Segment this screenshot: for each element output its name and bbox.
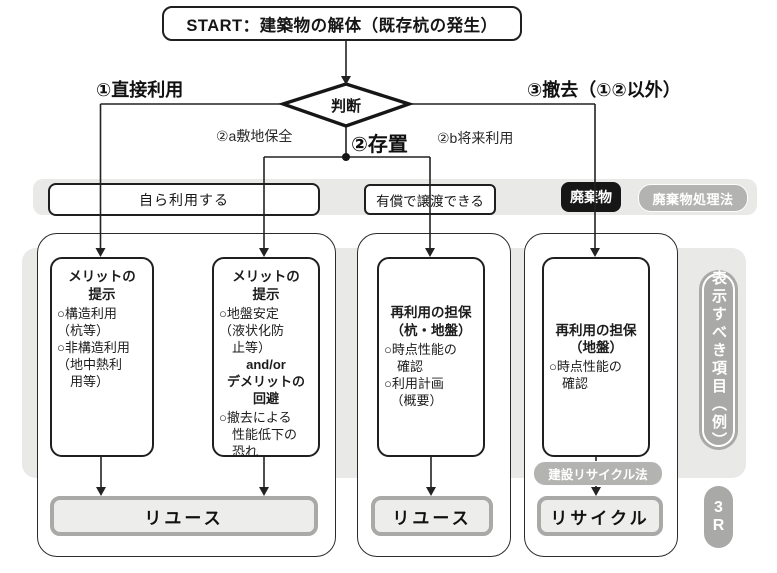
paid-transfer-node: 有償で譲渡できる [364,184,496,215]
reuse-guarantee-box-pile-ground: 再利用の担保 （杭・地盤） ○時点性能の 確認 ○利用計画 （概要） [377,257,485,457]
reuse-guarantee-pile-ground-body: ○時点性能の 確認 ○利用計画 （概要） [384,342,457,409]
outcome-reuse-2: リユース [371,496,493,536]
merit-box-structural-title: メリットの 提示 [68,269,136,302]
reuse-guarantee-pile-ground-title: 再利用の担保 （杭・地盤） [390,305,472,339]
branch-label-removal: ③撤去（①②以外） [527,80,681,100]
reuse-guarantee-box-ground: 再利用の担保 （地盤） ○時点性能の 確認 [542,257,650,457]
waste-disposal-law-badge: 廃棄物処理法 [638,184,748,212]
branch-label-direct-use: ①直接利用 [96,80,184,100]
branch-label-site-preservation: ②a敷地保全 [216,128,293,144]
display-items-side-label: 表示すべき項目（例） [699,270,738,450]
merit-box-structural: メリットの 提示 ○構造利用 （杭等） ○非構造利用 （地中熱利 用等） [50,257,154,457]
decision-label: 判断 [330,97,361,115]
merit-box-structural-body: ○構造利用 （杭等） ○非構造利用 （地中熱利 用等） [57,305,130,390]
and-or-label: and/or [246,357,286,373]
construction-recycle-law-badge: 建設リサイクル法 [533,461,663,486]
self-use-node: 自ら利用する [48,183,320,216]
junction-dot [342,153,350,161]
outcome-recycle: リサイクル [537,496,663,536]
branch-label-preserve: ②存置 [351,134,408,156]
demerit-title: デメリットの 回避 [226,374,305,407]
merit-box-ground-body: ○地盤安定 （液状化防 止等） [219,305,285,355]
waste-node: 廃棄物 [561,182,621,212]
demerit-body: ○撤去による 性能低下の 恐れ [219,409,298,459]
merit-box-ground-title: メリットの 提示 [232,269,300,302]
start-node: START：建築物の解体（既存杭の発生） [162,6,522,41]
branch-label-future-use: ②b将来利用 [437,130,514,146]
merit-box-ground: メリットの 提示 ○地盤安定 （液状化防 止等） and/or デメリットの 回… [212,257,320,459]
outcome-reuse-1: リユース [50,496,318,536]
reuse-guarantee-ground-title: 再利用の担保 （地盤） [555,322,637,356]
three-r-badge: 3 R [704,486,733,548]
reuse-guarantee-ground-body: ○時点性能の 確認 [549,359,622,392]
